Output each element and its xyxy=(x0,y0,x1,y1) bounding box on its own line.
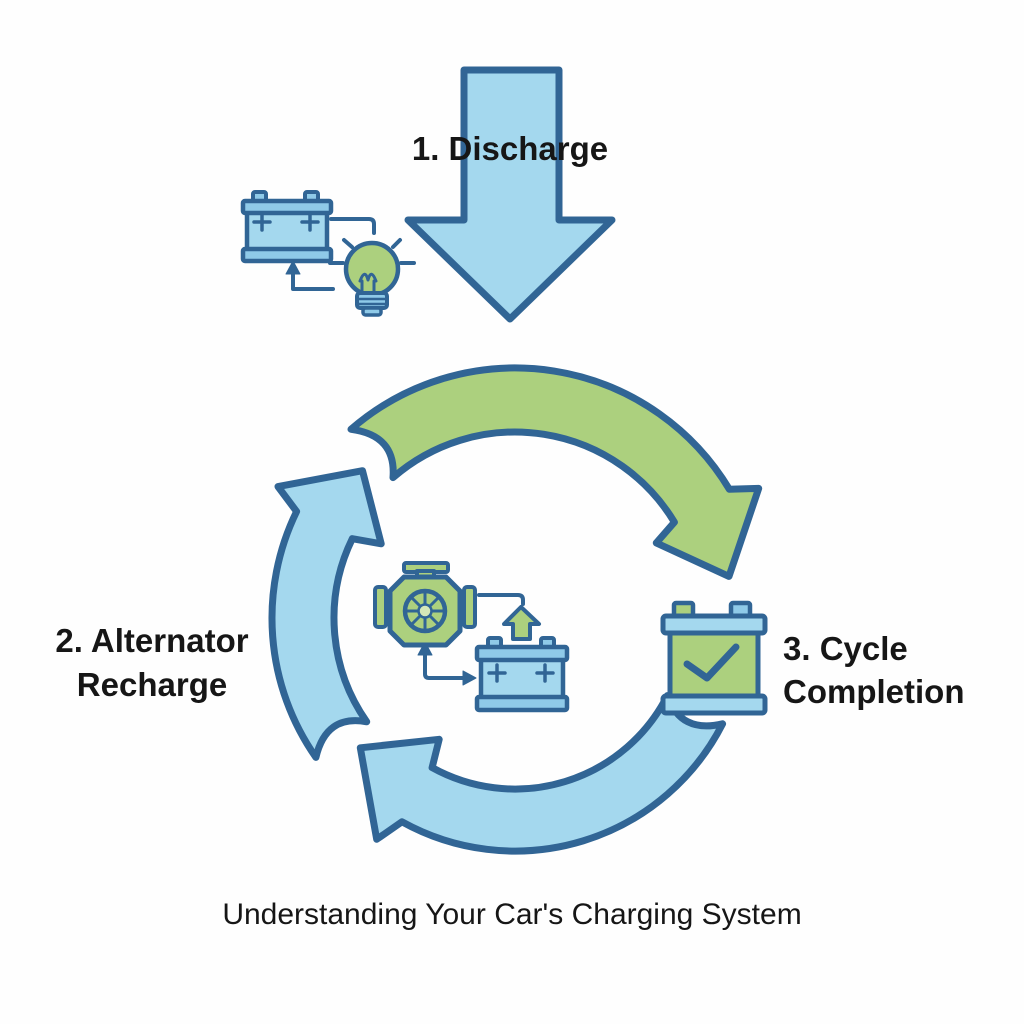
step-recharge-line1: 2. Alternator xyxy=(55,622,249,659)
alternator-battery-connector xyxy=(417,641,477,686)
battery-to-bulb-wire xyxy=(329,217,376,235)
lightbulb-icon xyxy=(328,238,416,317)
step-discharge-label: 1. Discharge xyxy=(411,130,609,167)
blue-cycle-arc-left xyxy=(268,467,385,761)
alternator-wire xyxy=(477,593,525,606)
checkmark-icon xyxy=(683,643,740,682)
charge-up-arrow xyxy=(502,605,541,641)
blue-cycle-arc-bottom xyxy=(356,692,727,855)
step-completion-line2: Completion xyxy=(783,673,965,710)
charging-battery-icon xyxy=(474,636,570,713)
car-battery-icon xyxy=(240,190,334,264)
discharge-down-arrow xyxy=(404,66,616,323)
step-recharge-label: 2. Alternator Recharge xyxy=(28,619,276,707)
bulb-to-battery-arrow xyxy=(285,260,335,291)
step-completion-label: 3. Cycle Completion xyxy=(783,627,1023,713)
alternator-icon xyxy=(373,561,477,648)
diagram-caption: Understanding Your Car's Charging System xyxy=(222,898,802,931)
green-cycle-arc xyxy=(347,364,763,580)
step-completion-line1: 3. Cycle xyxy=(783,630,908,667)
charged-battery-check-icon xyxy=(660,600,768,716)
step-recharge-line2: Recharge xyxy=(76,666,228,703)
